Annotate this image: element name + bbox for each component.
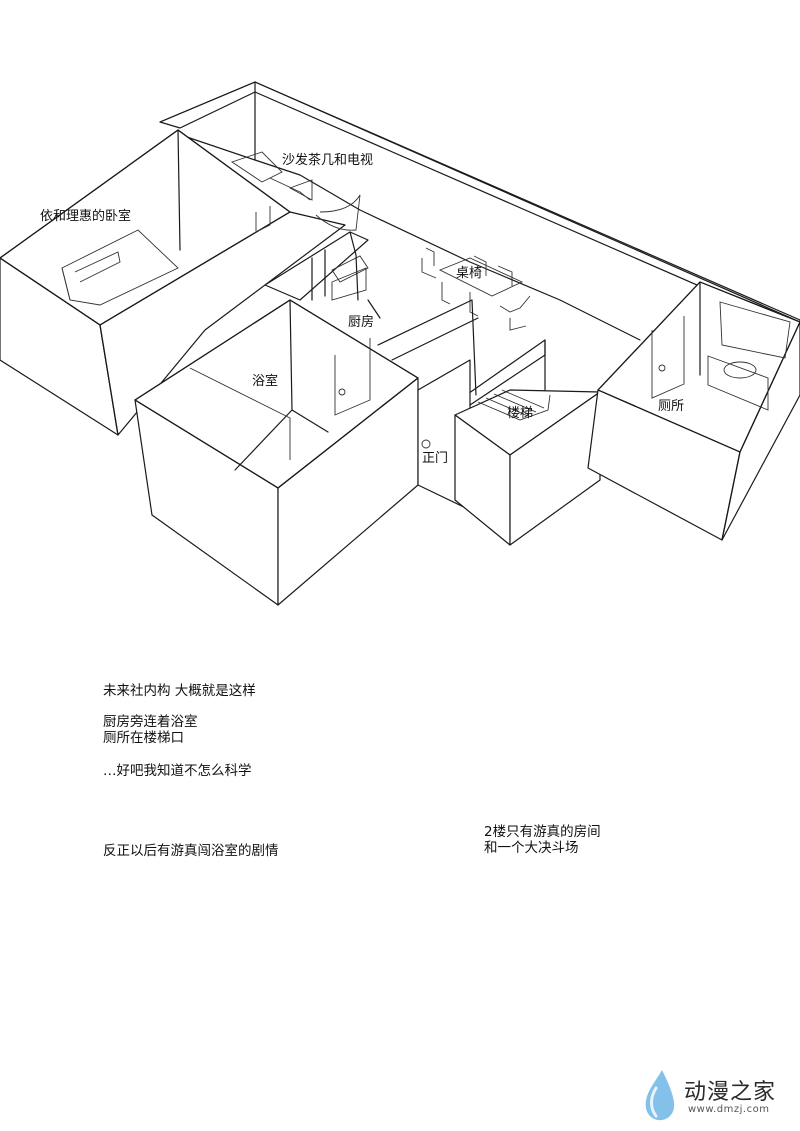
entrance-block	[417, 359, 601, 546]
note-line-3: 厕所在楼梯口	[103, 730, 184, 746]
note-line-4: …好吧我知道不怎么科学	[103, 763, 252, 779]
note-line-5: 反正以后有游真闯浴室的剧情	[103, 843, 279, 859]
note-line-6: 2楼只有游真的房间	[484, 824, 601, 840]
sofa-furniture	[230, 151, 361, 231]
note-line-1: 未来社内构 大概就是这样	[103, 683, 256, 699]
bedroom-block	[0, 129, 346, 436]
label-sofa: 沙发茶几和电视	[282, 152, 373, 168]
toilet-block	[587, 281, 800, 541]
label-bath: 浴室	[252, 373, 278, 389]
room-labels: 沙发茶几和电视 依和理惠的卧室 桌椅 厨房 浴室 楼梯 厕所 正门	[40, 152, 684, 466]
kitchen-block	[264, 231, 381, 319]
label-kitchen: 厨房	[348, 314, 374, 330]
watermark-name: 动漫之家	[684, 1080, 777, 1105]
label-dining: 桌椅	[456, 266, 482, 281]
note-line-7: 和一个大决斗场	[484, 840, 579, 856]
label-toilet: 厕所	[658, 399, 684, 414]
bathroom-block	[134, 299, 419, 606]
label-bedroom: 依和理惠的卧室	[40, 208, 131, 224]
watermark-url: www.dmzj.com	[688, 1104, 770, 1115]
outer-walls	[159, 81, 800, 341]
label-door: 正门	[422, 451, 448, 466]
floor-plan-diagram: 沙发茶几和电视 依和理惠的卧室 桌椅 厨房 浴室 楼梯 厕所 正门	[0, 81, 800, 606]
water-drop-icon	[645, 1070, 675, 1121]
watermark-logo: 动漫之家 www.dmzj.com	[640, 1068, 800, 1128]
corridor-walls	[377, 299, 546, 406]
label-stairs: 楼梯	[507, 406, 533, 421]
note-line-2: 厨房旁连着浴室	[103, 714, 198, 730]
dining-furniture	[421, 247, 531, 331]
